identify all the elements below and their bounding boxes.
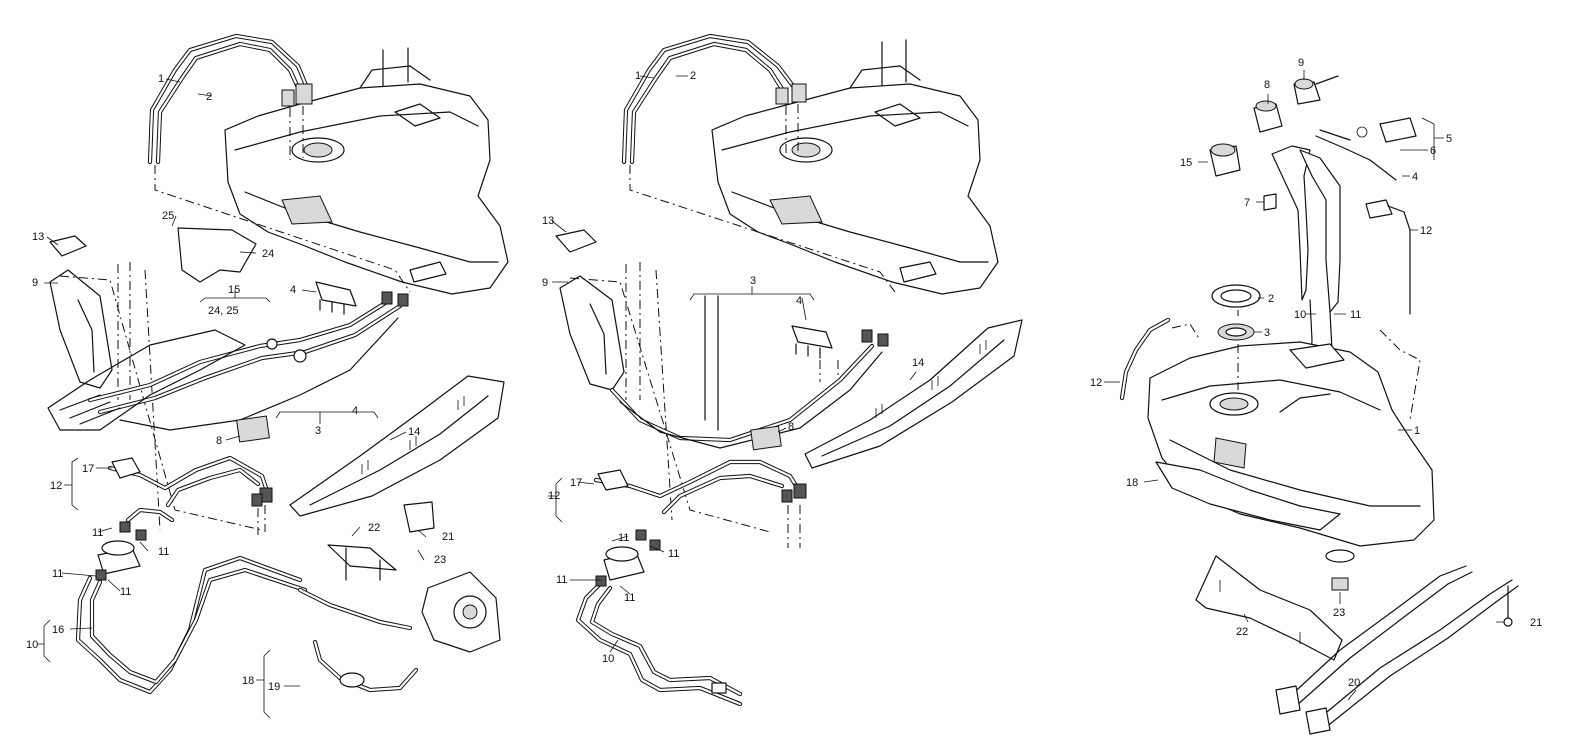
- diagram-right: [1104, 70, 1519, 735]
- ring-and-seal-right: [1211, 284, 1261, 341]
- callout-mid-11d: 11: [624, 592, 635, 604]
- callout-left-10: 10: [26, 639, 38, 651]
- callout-left-13: 13: [32, 231, 44, 243]
- leaders-left: [38, 78, 427, 719]
- callout-mid-17: 17: [570, 477, 582, 489]
- fuel-lines-top-middle: [621, 33, 896, 293]
- carrier-left: [49, 227, 263, 531]
- callout-left-9: 9: [32, 277, 38, 289]
- callout-left-11d: 11: [120, 586, 131, 598]
- callout-right-5: 5: [1446, 133, 1452, 145]
- callout-right-23: 23: [1333, 607, 1345, 619]
- filter-left: [75, 507, 308, 695]
- callout-mid-10: 10: [602, 653, 614, 665]
- pad-middle: [750, 425, 782, 451]
- callout-right-12a: 12: [1420, 225, 1432, 237]
- callout-right-7: 7: [1244, 197, 1250, 209]
- callout-left-11c: 11: [52, 568, 63, 580]
- callout-right-22: 22: [1236, 626, 1248, 638]
- callout-left-22: 22: [368, 522, 380, 534]
- callout-mid-1: 1: [635, 70, 641, 82]
- callouts-middle: 1 2 13 9 3 4 14 8 12 17 11 11 11 11 10: [542, 70, 924, 665]
- callout-left-12: 12: [50, 480, 62, 492]
- callout-right-11: 11: [1350, 309, 1361, 321]
- callout-right-6: 6: [1430, 145, 1436, 157]
- guard-left: [289, 375, 505, 517]
- diagram-left: [38, 33, 509, 719]
- callout-right-3: 3: [1264, 327, 1270, 339]
- callouts-left: 1 2 13 25 24 9 15 24, 25 4 3 4 8 14 17 1…: [26, 73, 454, 693]
- callout-mid-11c: 11: [556, 574, 567, 586]
- leaders-middle: [548, 75, 917, 653]
- pipe-bundle-middle: [609, 295, 889, 449]
- callout-right-21: 21: [1530, 617, 1542, 629]
- vent-line-right: [1119, 317, 1171, 401]
- guard-middle: [804, 319, 1023, 469]
- callout-left-4a: 4: [290, 284, 296, 296]
- callout-right-12b: 12: [1090, 377, 1102, 389]
- lines-lower-middle: [593, 459, 807, 548]
- callout-right-15: 15: [1180, 157, 1192, 169]
- callout-left-8: 8: [216, 435, 222, 447]
- callout-mid-4: 4: [796, 295, 802, 307]
- callout-left-24: 24: [262, 248, 274, 260]
- callout-right-9: 9: [1298, 57, 1304, 69]
- callout-mid-11a: 11: [618, 532, 629, 544]
- carrier-middle: [555, 229, 771, 533]
- pipe-bundle-left: [47, 281, 409, 431]
- lines-lower-left: [107, 455, 273, 535]
- small-parts-right: [1209, 75, 1417, 315]
- callout-left-3: 3: [315, 425, 321, 437]
- callout-mid-13: 13: [542, 215, 554, 227]
- leaders-right: [1104, 70, 1504, 701]
- callout-mid-8: 8: [788, 421, 794, 433]
- callout-left-11a: 11: [92, 527, 103, 539]
- straps-right: [1275, 565, 1519, 735]
- callout-left-18: 18: [242, 675, 254, 687]
- callout-left-15: 15: [228, 284, 240, 296]
- callout-mid-9: 9: [542, 277, 548, 289]
- diagram-middle: [548, 33, 1023, 707]
- callouts-right: 9 8 5 6 15 4 7 12 2 10 11 3 12 1 18 23 2…: [1090, 57, 1542, 689]
- callout-left-25: 25: [162, 210, 174, 222]
- callout-left-21: 21: [442, 531, 454, 543]
- callout-right-2: 2: [1268, 293, 1274, 305]
- callout-right-4: 4: [1412, 171, 1418, 183]
- callout-mid-14: 14: [912, 357, 924, 369]
- pad-left: [236, 415, 270, 443]
- callout-right-20: 20: [1348, 677, 1360, 689]
- callout-right-8: 8: [1264, 79, 1270, 91]
- fuel-tank-middle: [711, 39, 999, 295]
- callout-left-1: 1: [158, 73, 164, 85]
- callout-mid-2: 2: [690, 70, 696, 82]
- callout-left-24-25: 24, 25: [208, 305, 239, 317]
- callout-right-1: 1: [1414, 425, 1420, 437]
- heat-shield-right: [1155, 461, 1343, 661]
- fuel-tank-left: [224, 47, 509, 295]
- filter-middle: [575, 529, 743, 707]
- callout-mid-11b: 11: [668, 548, 679, 560]
- callout-mid-3: 3: [750, 275, 756, 287]
- callout-right-18: 18: [1126, 477, 1138, 489]
- callout-left-19: 19: [268, 681, 280, 693]
- callout-left-17: 17: [82, 463, 94, 475]
- hose-pump-left: [297, 501, 501, 693]
- callout-left-11b: 11: [158, 546, 169, 558]
- callout-left-14: 14: [408, 426, 420, 438]
- callout-right-10: 10: [1294, 309, 1306, 321]
- callout-left-2: 2: [206, 91, 212, 103]
- fuel-lines-top-left: [147, 33, 411, 293]
- callout-mid-12: 12: [548, 490, 560, 502]
- callout-left-23: 23: [434, 554, 446, 566]
- callout-left-16: 16: [52, 624, 64, 636]
- callout-left-4b: 4: [352, 405, 358, 417]
